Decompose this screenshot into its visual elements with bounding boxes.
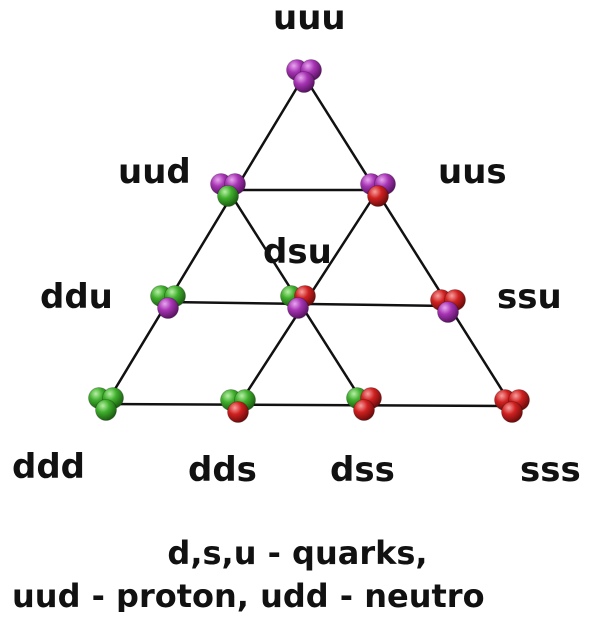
quark-s-ball	[367, 185, 389, 207]
quark-cluster-uud	[210, 173, 246, 207]
quark-s-ball	[227, 401, 249, 423]
caption-line-2: uud - proton, udd - neutro	[12, 580, 485, 612]
quark-cluster-dds	[220, 389, 256, 423]
label-ddd: ddd	[12, 447, 86, 487]
quark-s-ball	[501, 401, 523, 423]
quark-d-ball	[217, 185, 239, 207]
label-uus: uus	[438, 152, 507, 192]
quark-u-ball	[157, 297, 179, 319]
quark-s-ball	[353, 399, 375, 421]
quark-cluster-uus	[360, 173, 396, 207]
quark-u-ball	[293, 71, 315, 93]
label-sss: sss	[520, 450, 581, 490]
quark-cluster-dss	[346, 387, 382, 421]
quark-d-ball	[95, 399, 117, 421]
quark-u-ball	[437, 301, 459, 323]
edge-uuu-sss	[302, 75, 514, 407]
quark-cluster-uuu	[286, 59, 322, 93]
label-ssu: ssu	[497, 277, 562, 317]
caption-line-1: d,s,u - quarks,	[167, 534, 428, 572]
quark-cluster-dsu	[280, 285, 316, 319]
edge-uuu-ddd	[104, 75, 306, 405]
label-uud: uud	[118, 152, 191, 192]
label-uuu: uuu	[273, 0, 346, 38]
label-dsu: dsu	[263, 232, 332, 272]
label-ddu: ddu	[40, 277, 113, 317]
label-dss: dss	[330, 450, 395, 490]
quark-cluster-sss	[494, 389, 530, 423]
edge-ddd-sss	[105, 402, 513, 408]
quark-cluster-ssu	[430, 289, 466, 323]
quark-u-ball	[287, 297, 309, 319]
quark-cluster-ddd	[88, 387, 124, 421]
quark-cluster-ddu	[150, 285, 186, 319]
label-dds: dds	[188, 450, 257, 490]
quark-clusters	[88, 59, 530, 423]
